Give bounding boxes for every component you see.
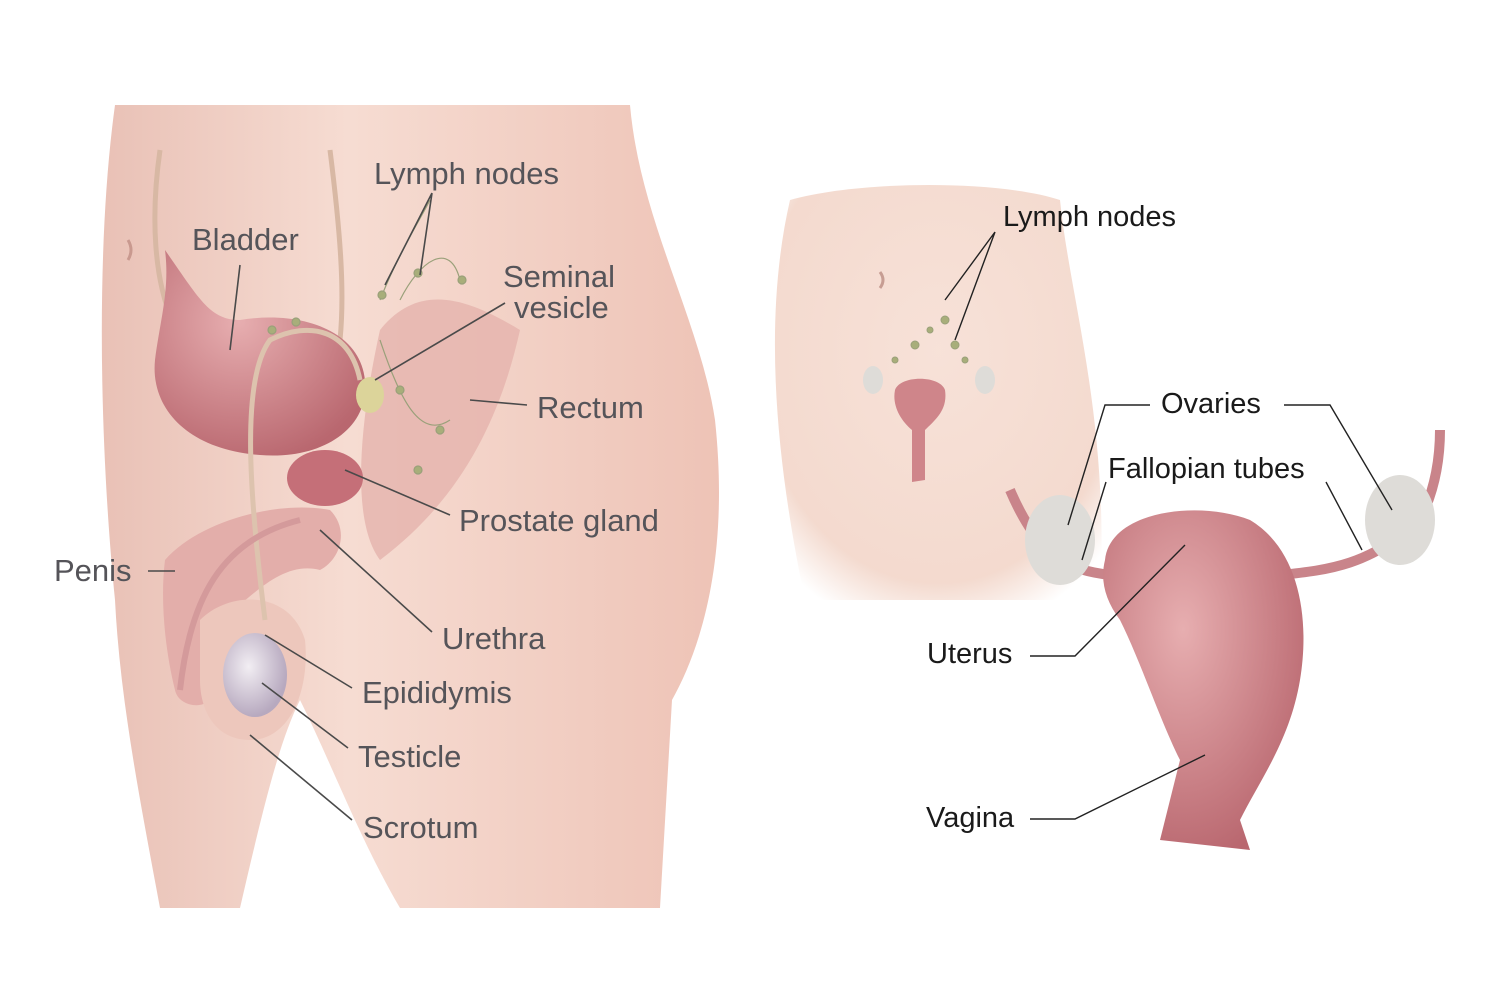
label-urethra: Urethra — [442, 621, 546, 656]
label-uterus: Uterus — [927, 638, 1012, 670]
urethra — [177, 517, 301, 691]
label-lymph-nodes-male: Lymph nodes — [374, 156, 559, 191]
uterus — [1103, 510, 1304, 850]
ovary-right — [1365, 475, 1435, 565]
female-labels: Lymph nodes Ovaries Fallopian tubes Uter… — [926, 201, 1305, 834]
label-penis: Penis — [54, 553, 132, 588]
ovary-left — [1025, 495, 1095, 585]
label-testicle: Testicle — [358, 739, 461, 774]
female-lymph-nodes — [891, 315, 969, 364]
testicle — [223, 633, 287, 717]
female-figure — [774, 185, 1445, 850]
lymph-vessels — [267, 199, 467, 475]
male-leader-lines — [148, 192, 528, 821]
label-prostate-gland: Prostate gland — [459, 503, 659, 538]
label-rectum: Rectum — [537, 390, 644, 425]
prostate — [287, 450, 363, 506]
vas-deferens — [248, 327, 363, 621]
seminal-vesicle — [356, 377, 384, 413]
label-vagina: Vagina — [926, 802, 1015, 834]
female-leader-lines — [944, 231, 1393, 820]
label-scrotum: Scrotum — [363, 810, 478, 845]
label-ovaries: Ovaries — [1161, 388, 1261, 420]
bladder — [154, 250, 366, 456]
small-uterus — [863, 366, 995, 482]
label-epididymis: Epididymis — [362, 675, 512, 710]
label-seminal-vesicle-1: Seminal — [503, 259, 615, 294]
male-labels: Lymph nodes Bladder Seminal vesicle Rect… — [54, 156, 659, 845]
ureter-right — [327, 149, 345, 341]
label-fallopian-tubes: Fallopian tubes — [1108, 453, 1305, 485]
label-seminal-vesicle-2: vesicle — [514, 290, 609, 325]
label-bladder: Bladder — [192, 222, 299, 257]
label-lymph-nodes-female: Lymph nodes — [1003, 201, 1176, 233]
female-navel — [878, 271, 885, 289]
navel — [126, 239, 133, 261]
